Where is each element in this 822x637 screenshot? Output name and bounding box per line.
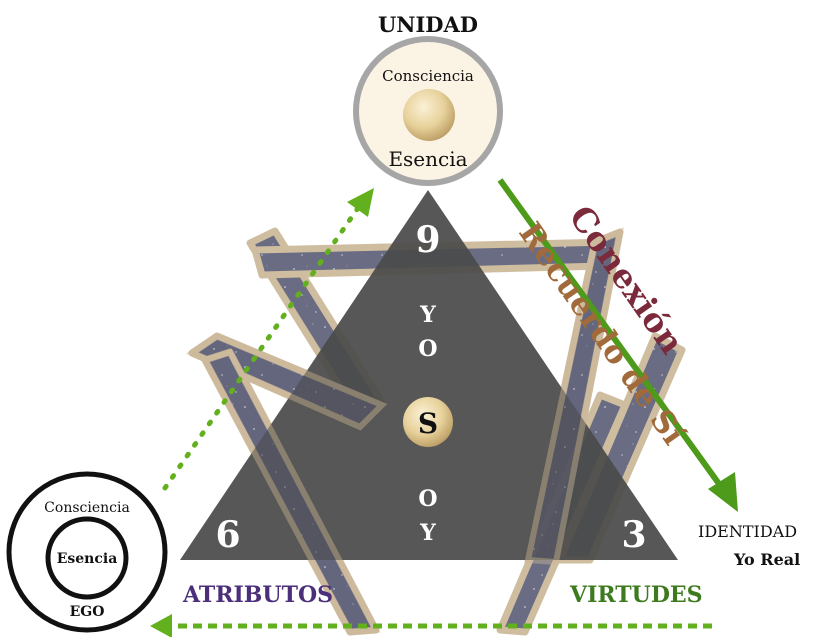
yo-real-label: Yo Real	[733, 550, 800, 569]
number-6: 6	[215, 514, 240, 556]
ego-inner-circle	[45, 516, 129, 600]
atributos-label: ATRIBUTOS	[182, 582, 333, 608]
unidad-esencia-label: Esencia	[388, 147, 467, 171]
ego-label: EGO	[70, 604, 105, 620]
letter-oy-o: O	[418, 486, 437, 512]
conexion-arrow-line	[497, 178, 725, 490]
virtudes-label: VIRTUDES	[569, 582, 703, 608]
unidad-title: UNIDAD	[378, 12, 478, 37]
dotted-rising-arrow-line	[162, 205, 361, 491]
conexion-arrow-head	[708, 472, 738, 512]
ego-consciencia-label: Consciencia	[44, 500, 130, 516]
dotted-rising-arrow-head	[347, 188, 374, 217]
center-letter-s: S	[418, 407, 438, 440]
identidad-label: IDENTIDAD	[698, 522, 797, 541]
unidad-consciencia-label: Consciencia	[382, 67, 474, 85]
letter-yo-o: O	[418, 336, 437, 362]
center-sphere	[403, 397, 453, 447]
letter-oy-y: Y	[419, 520, 436, 546]
ego-esencia-label: Esencia	[57, 551, 118, 567]
dashed-return-arrow-head	[150, 614, 172, 637]
number-3: 3	[621, 514, 646, 556]
unidad-sphere	[403, 89, 455, 141]
letter-yo-y: Y	[419, 302, 436, 328]
number-9: 9	[415, 219, 440, 261]
